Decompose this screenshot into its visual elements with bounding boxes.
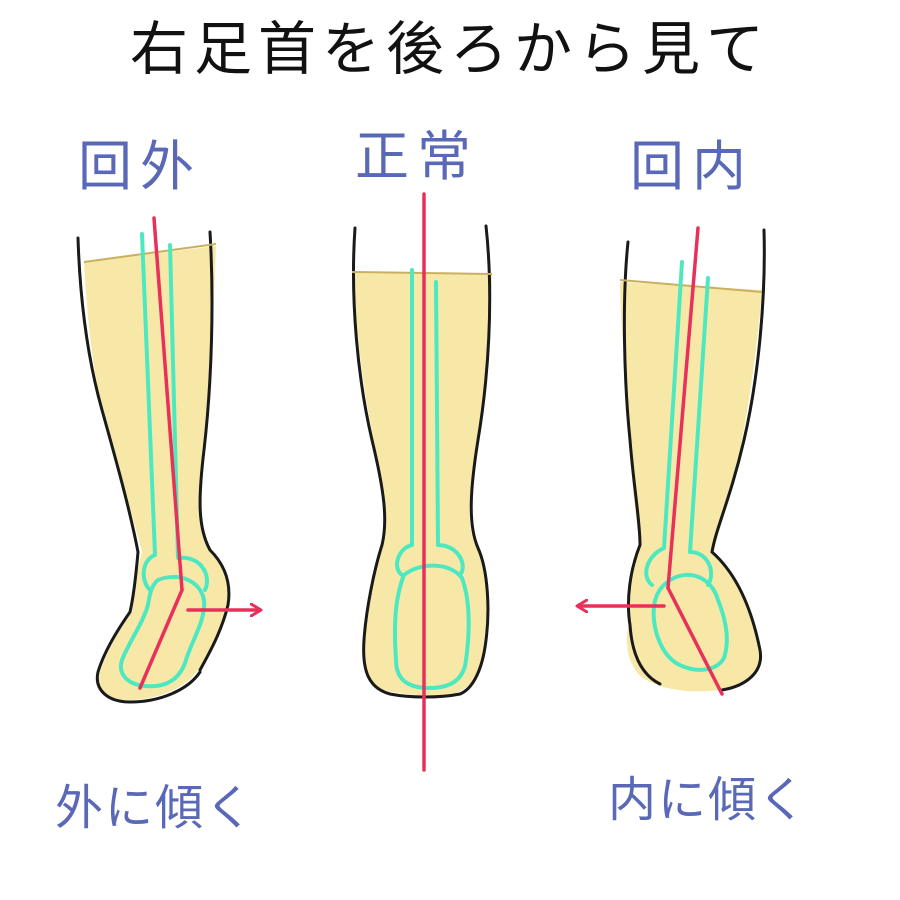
fibula-tibia-bones [395,268,465,577]
calf-line [619,279,763,293]
fibula-tibia-bones [140,232,209,592]
leg-supination [76,216,260,704]
axis-line-heel [138,588,184,690]
leg-outline-right [710,228,766,692]
leg-outline-left [352,226,462,699]
leg-outline-left [622,240,662,686]
label-normal: 正常 [355,125,479,188]
axis-line [152,216,184,592]
caption-tilt-outward: 外に傾く [55,780,256,836]
heel-bone [392,563,471,691]
leg-outline-left [76,236,202,704]
leg-pronation [578,226,766,696]
leg-normal [351,192,493,772]
label-supination: 回外 [78,135,202,198]
leg-skin [84,246,229,700]
axis-line-heel [666,586,724,696]
heel-bone [119,574,207,689]
calf-line [83,243,217,263]
leg-outline-right [458,224,492,696]
calf-line [351,271,493,275]
leg-skin [620,282,762,692]
caption-tilt-inward: 内に傾く [608,772,809,828]
diagram-title: 右足首を後ろから見て [130,15,771,83]
leg-outline-right [198,230,231,672]
fibula-tibia-bones [644,260,714,587]
label-pronation: 回内 [630,135,754,198]
axis-line [666,226,700,590]
leg-skin [352,272,492,696]
